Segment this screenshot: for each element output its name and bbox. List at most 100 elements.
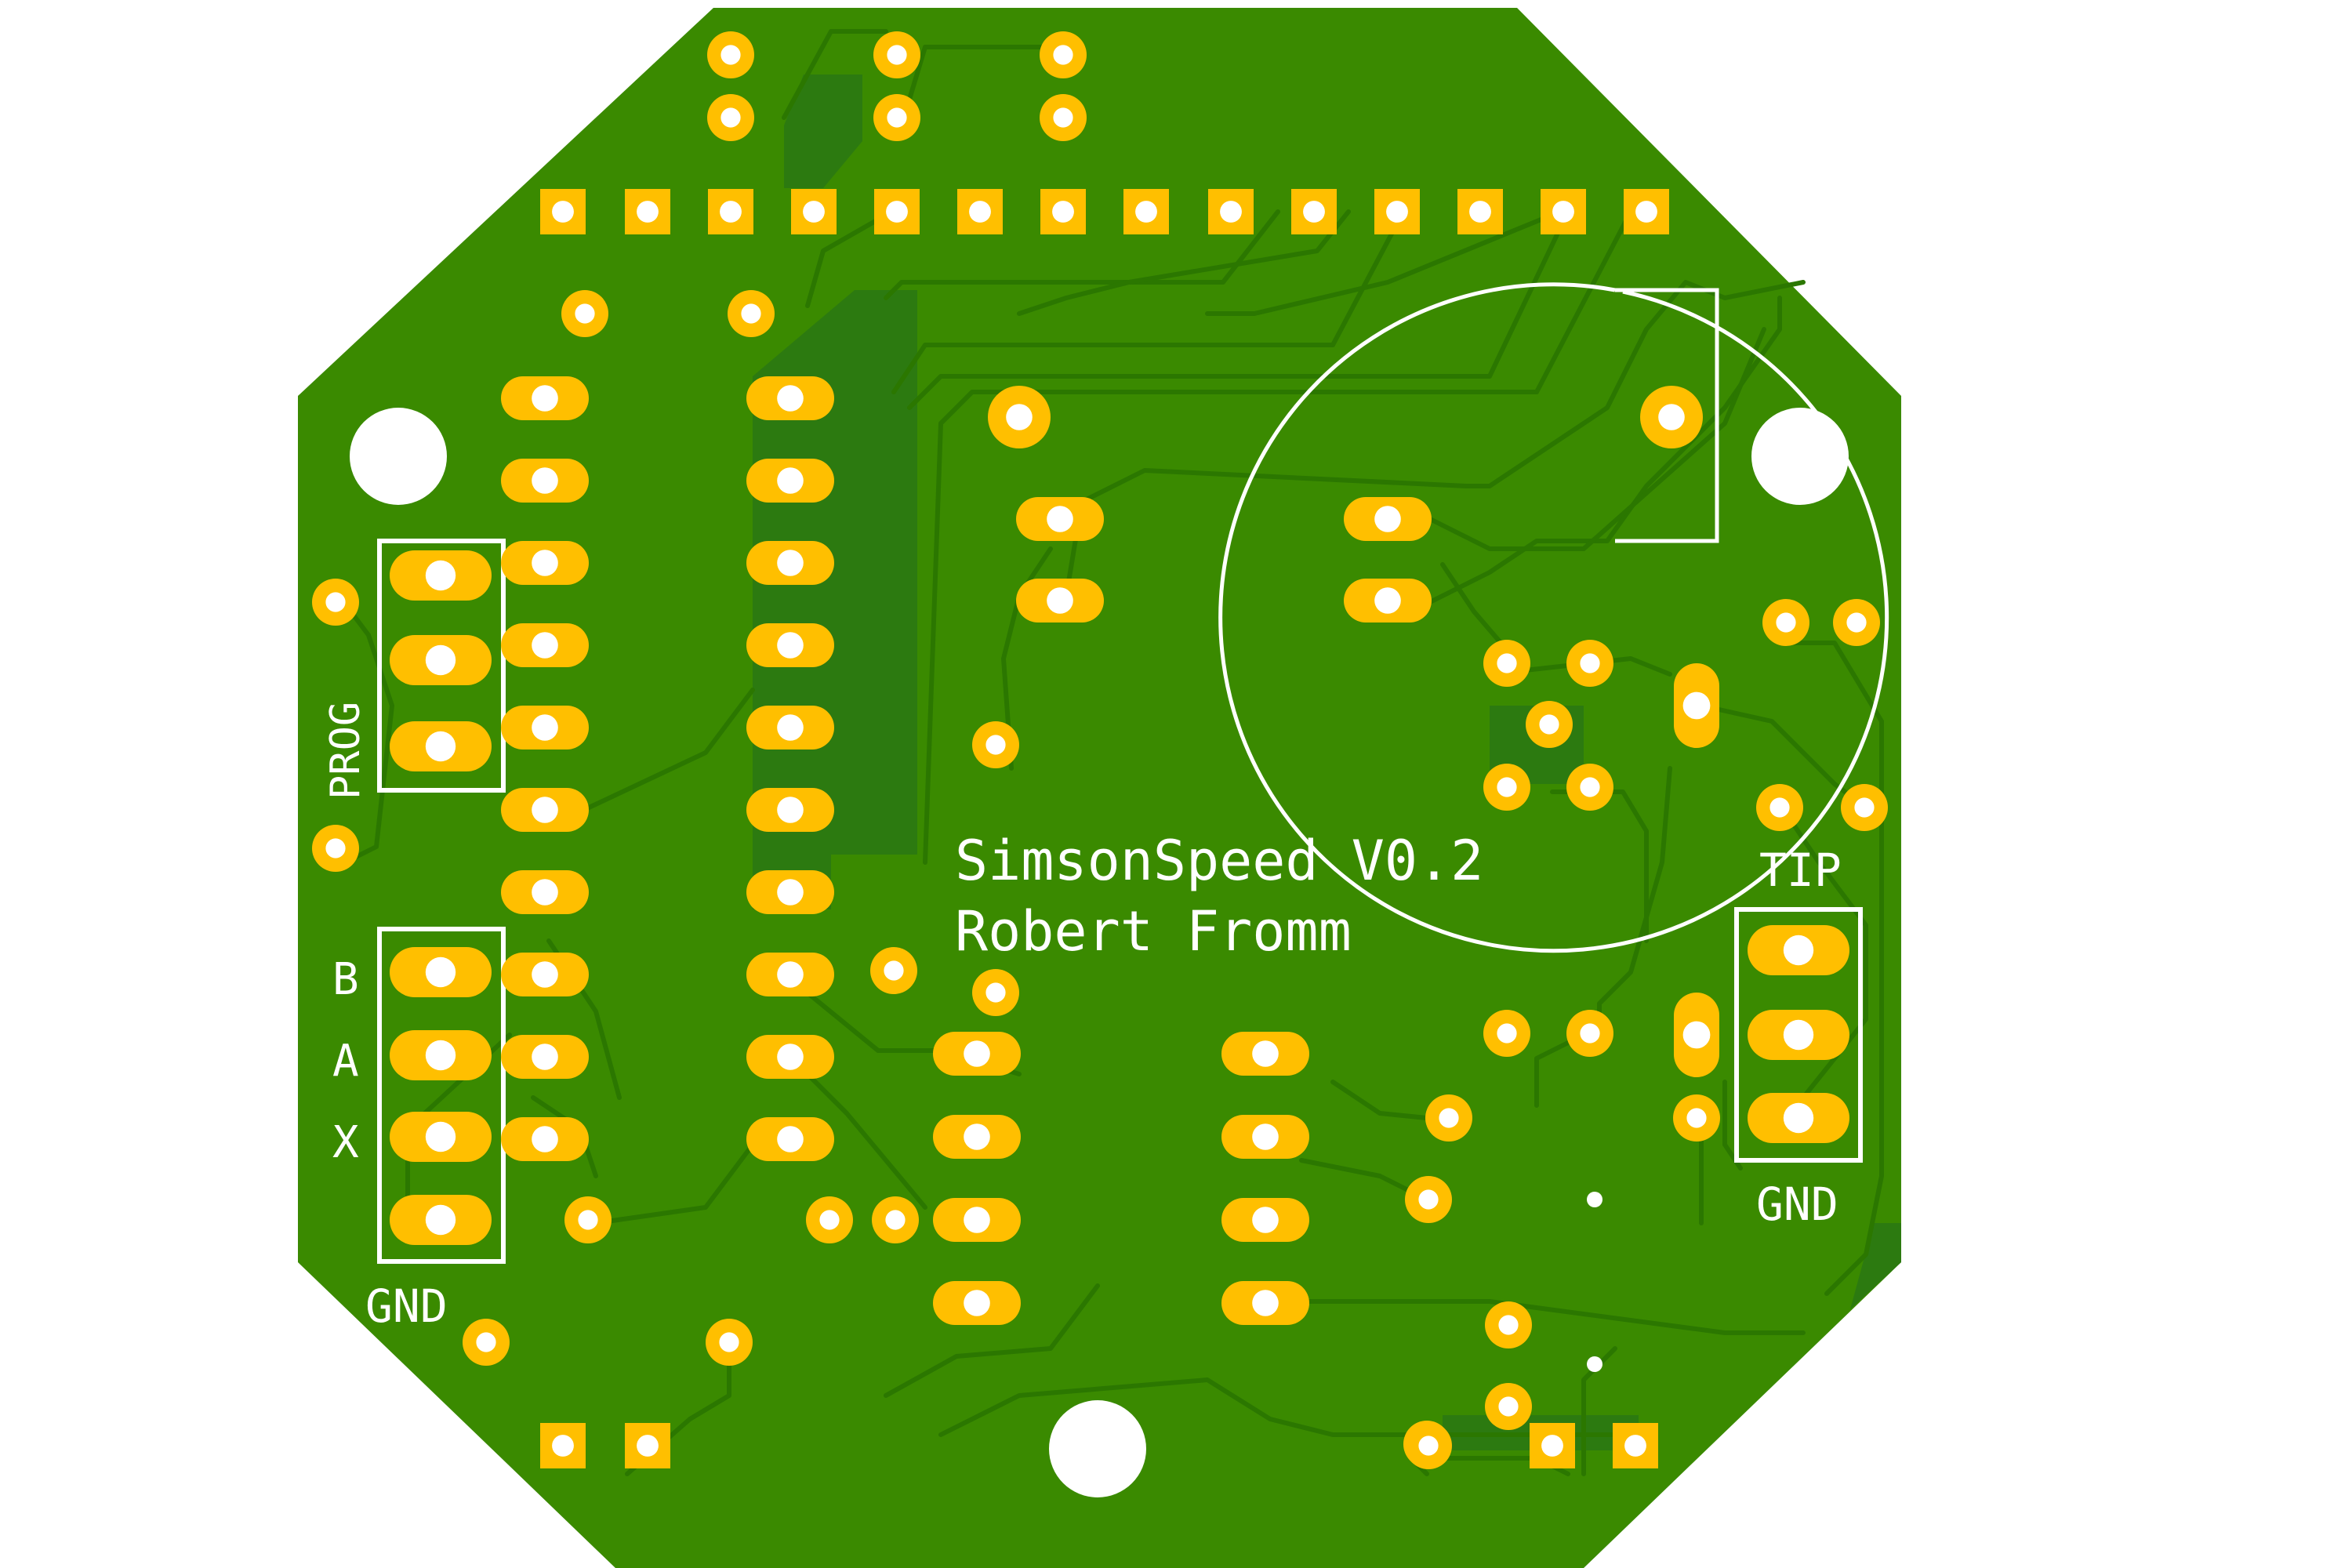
pad-drill xyxy=(1052,201,1074,223)
copper-region xyxy=(1850,1223,1901,1309)
via-hole xyxy=(1587,1356,1602,1372)
square-pad xyxy=(1541,189,1586,234)
pad-drill xyxy=(985,735,1006,755)
oval-pad xyxy=(933,1032,1021,1076)
round-pad xyxy=(972,721,1019,768)
oval-pad xyxy=(746,1117,834,1161)
oval-pad xyxy=(501,623,589,667)
pad-drill xyxy=(777,1126,804,1152)
oval-pad xyxy=(1221,1115,1309,1159)
pad-drill xyxy=(1252,1040,1279,1067)
trace xyxy=(1299,1299,1806,1335)
copper-region xyxy=(753,290,917,909)
pad-drill xyxy=(720,201,742,223)
oval-pad xyxy=(501,376,589,420)
round-pad xyxy=(1566,640,1613,687)
oval-pad xyxy=(390,635,492,685)
round-pad xyxy=(1040,31,1087,78)
pad-drill xyxy=(777,632,804,659)
oval-pad xyxy=(501,1117,589,1161)
pad-drill xyxy=(1686,1108,1707,1128)
x-label: X xyxy=(332,1117,359,1168)
pad-drill xyxy=(777,385,804,412)
pad-drill xyxy=(964,1123,990,1150)
square-pad xyxy=(540,1423,586,1468)
trace xyxy=(1299,1158,1414,1194)
round-pad xyxy=(1405,1176,1452,1223)
pad-drill xyxy=(777,879,804,906)
round-pad xyxy=(1040,94,1087,141)
square-pad xyxy=(540,189,586,234)
tip-label: TIP xyxy=(1759,844,1842,897)
pad-drill xyxy=(637,1435,659,1457)
via-hole xyxy=(1587,1192,1602,1207)
pad-drill xyxy=(532,1044,558,1070)
pad-drill xyxy=(886,201,908,223)
pad-drill xyxy=(777,797,804,823)
oval-pad xyxy=(501,788,589,832)
pad-drill xyxy=(1580,653,1600,673)
pad-drill xyxy=(532,879,558,906)
pad-drill xyxy=(1541,1435,1563,1457)
pad-drill xyxy=(425,731,456,762)
pad-drill xyxy=(325,592,346,612)
oval-pad xyxy=(746,623,834,667)
trace xyxy=(1017,209,1351,316)
oval-pad xyxy=(501,459,589,503)
round-pad xyxy=(1485,1301,1532,1348)
oval-pad xyxy=(501,541,589,585)
pad-drill xyxy=(532,385,558,412)
pad-drill xyxy=(777,714,804,741)
pad-drill xyxy=(532,467,558,494)
oval-pad xyxy=(501,706,589,750)
tip-connector-outline xyxy=(1734,907,1863,1163)
oval-pad-vertical xyxy=(1674,663,1719,748)
pad-drill xyxy=(1783,1019,1814,1051)
pad-drill xyxy=(425,644,456,676)
trace xyxy=(1205,209,1563,316)
pad-drill xyxy=(887,107,907,128)
oval-pad xyxy=(501,1035,589,1079)
oval-pad xyxy=(746,788,834,832)
square-pad xyxy=(1123,189,1169,234)
pad-group xyxy=(312,31,1888,1469)
oval-pad xyxy=(1344,497,1432,541)
pad-drill xyxy=(532,961,558,988)
pad-drill xyxy=(1252,1290,1279,1316)
pad-drill xyxy=(777,1044,804,1070)
square-pad xyxy=(708,189,753,234)
board-title: SimsonSpeed V0.2 xyxy=(955,829,1483,893)
oval-pad xyxy=(1221,1198,1309,1242)
pad-drill xyxy=(1769,797,1790,818)
pad-drill xyxy=(1220,201,1242,223)
round-pad xyxy=(1762,599,1809,646)
board-author: Robert Fromm xyxy=(955,899,1352,964)
pad-drill xyxy=(425,1040,456,1071)
pad-drill xyxy=(1469,201,1491,223)
mounting-hole xyxy=(1751,408,1849,505)
trace xyxy=(907,209,1570,410)
round-pad xyxy=(707,31,754,78)
trace xyxy=(1581,1346,1617,1476)
trace xyxy=(789,1056,927,1210)
oval-pad xyxy=(1748,1010,1849,1060)
round-pad xyxy=(988,386,1051,448)
oval-pad xyxy=(390,1195,492,1245)
pad-drill xyxy=(425,1204,456,1236)
trace xyxy=(1487,656,1672,677)
pad-drill xyxy=(777,961,804,988)
pad-drill xyxy=(1374,587,1401,614)
pad-drill xyxy=(885,1210,906,1230)
pad-drill xyxy=(1682,691,1711,720)
pad-drill xyxy=(887,45,907,65)
pad-drill xyxy=(1580,1023,1600,1044)
pad-drill xyxy=(532,1126,558,1152)
oval-pad xyxy=(501,953,589,996)
oval-pad-vertical xyxy=(1674,993,1719,1077)
square-pad xyxy=(874,189,920,234)
pad-drill xyxy=(1497,1023,1517,1044)
oval-pad xyxy=(1221,1281,1309,1325)
round-pad xyxy=(1483,764,1530,811)
pad-drill xyxy=(1047,506,1073,532)
